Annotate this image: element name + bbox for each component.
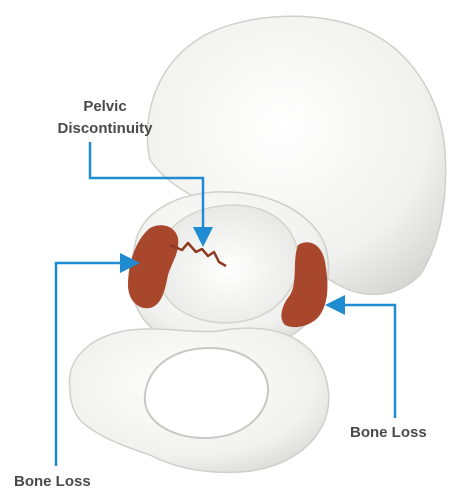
pelvic-discontinuity-label: Pelvic Discontinuity [30, 96, 180, 140]
pelvic-label-line1: Pelvic [30, 96, 180, 118]
bone-loss-left-label: Bone Loss [14, 471, 91, 493]
acetabular-cup [158, 205, 298, 323]
leader-line-bone-loss-right [330, 305, 395, 418]
bone-loss-right-label: Bone Loss [350, 422, 427, 444]
obturator-foramen [145, 348, 268, 438]
pelvic-label-line2: Discontinuity [30, 118, 180, 140]
